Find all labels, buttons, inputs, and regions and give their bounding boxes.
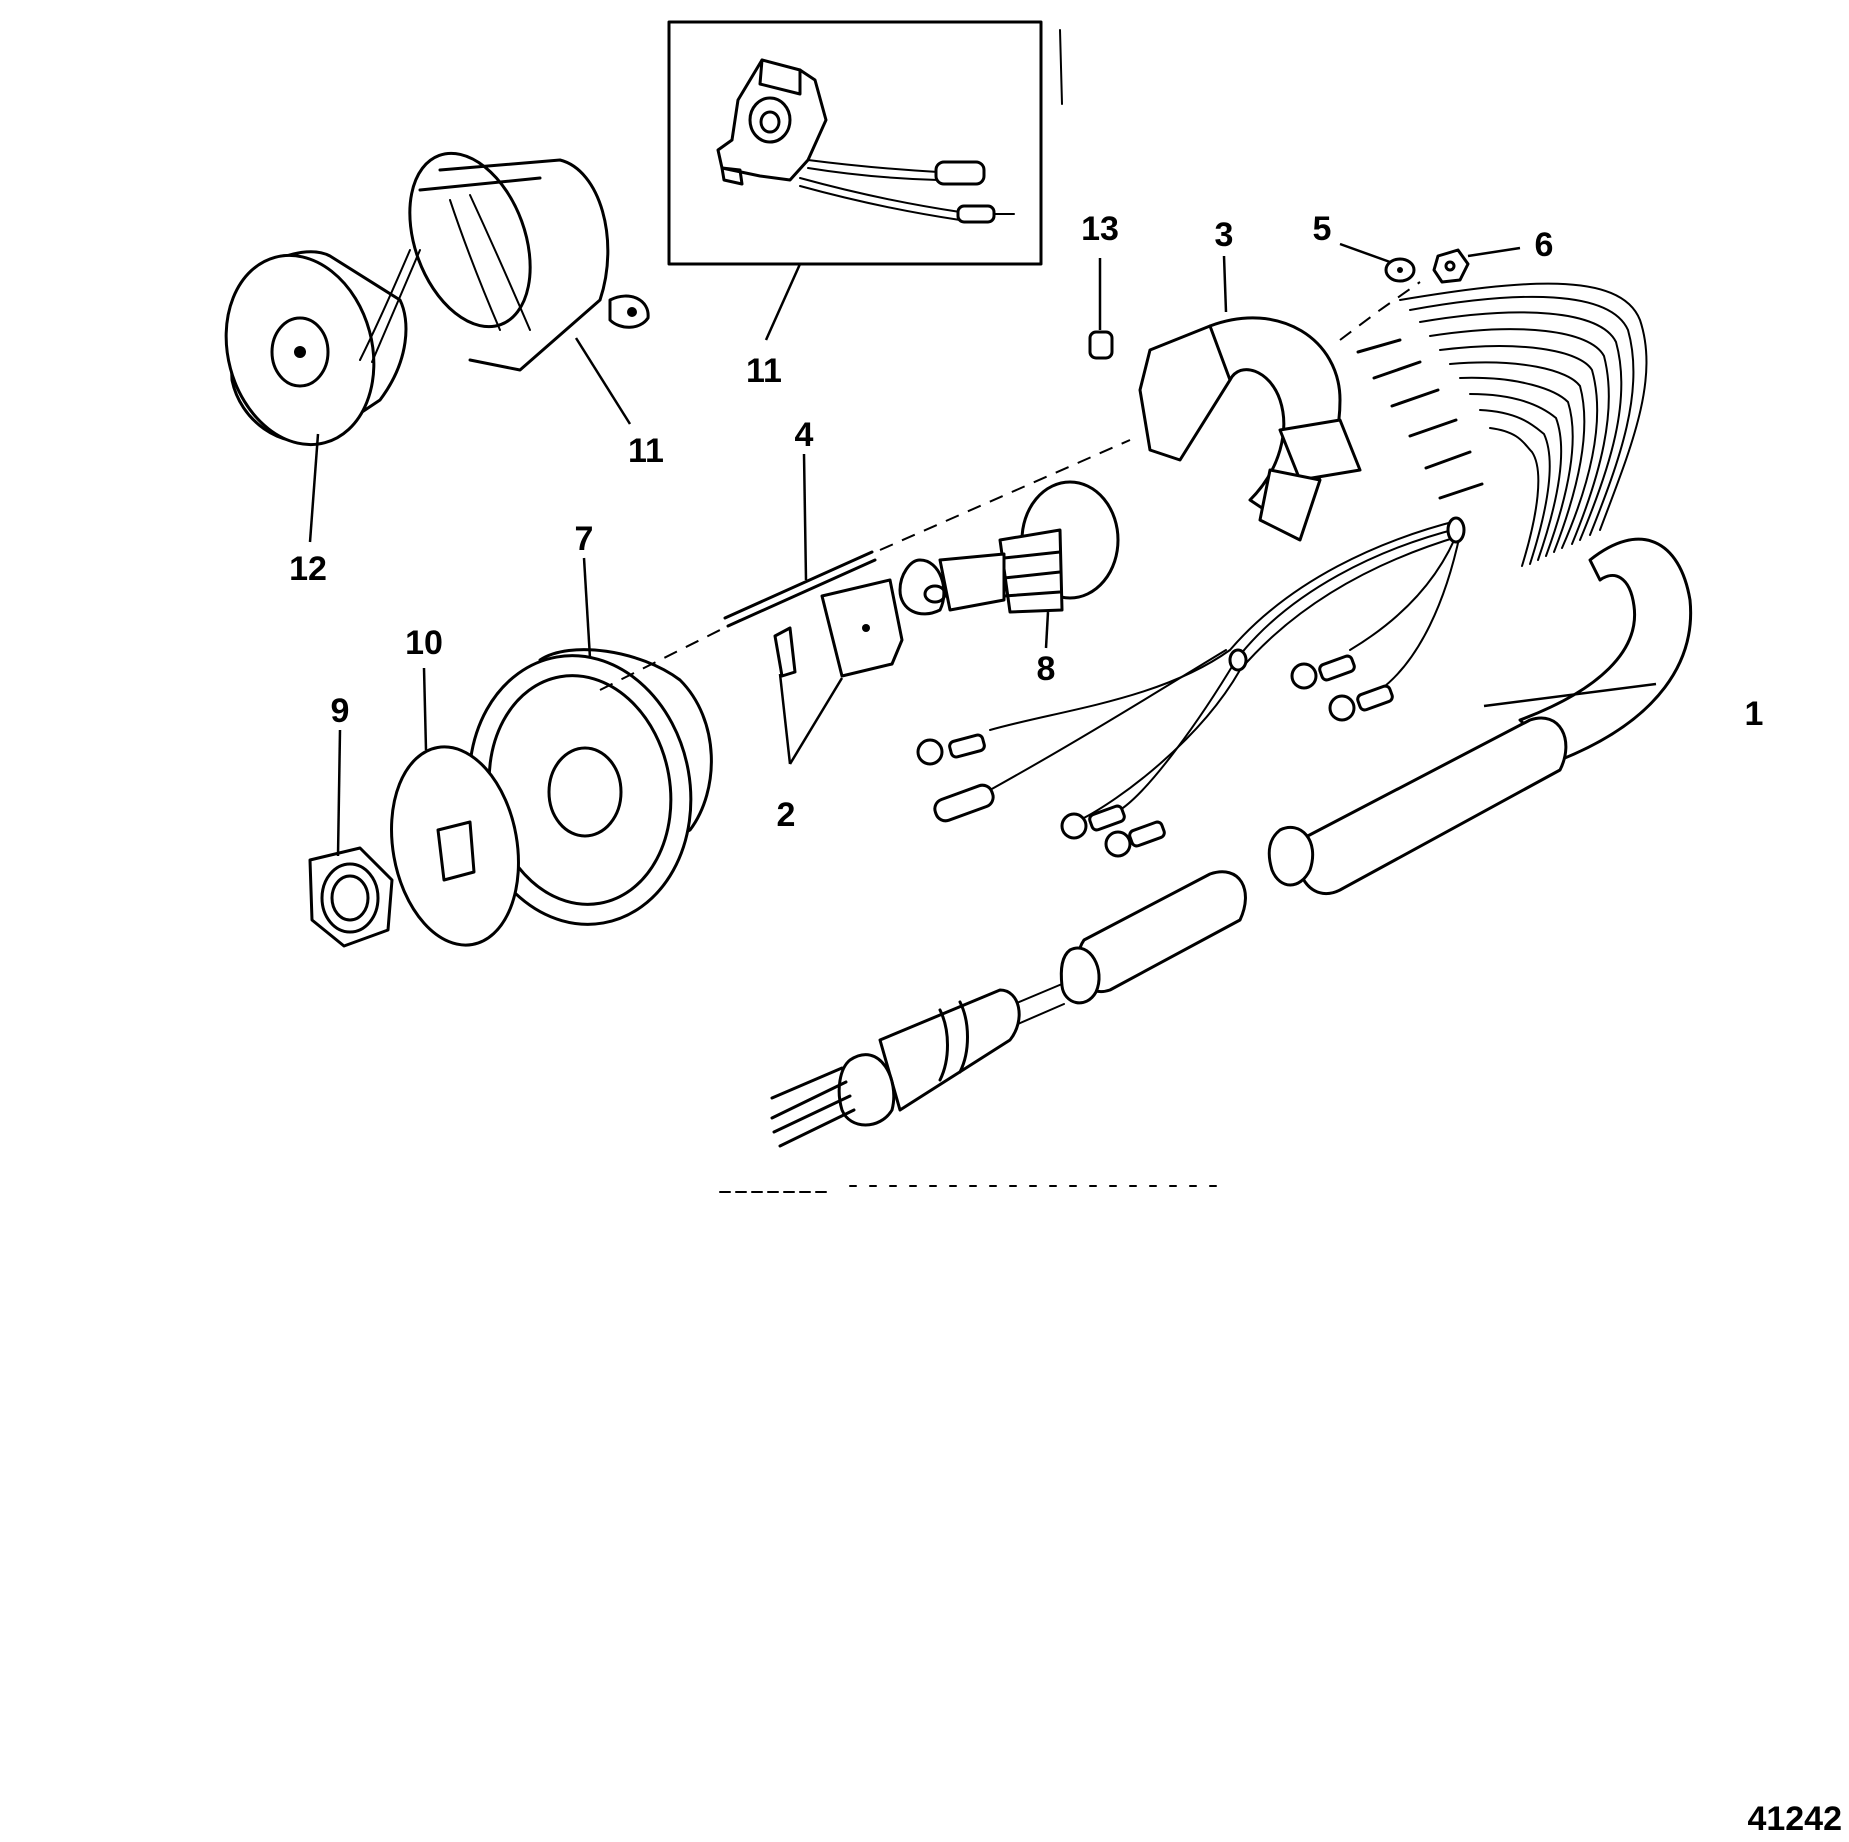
clips-2 [773,578,904,678]
wire-tips [1356,338,1484,500]
callout-9: 9 [331,692,350,730]
callout-10: 10 [405,624,443,662]
callout-3: 3 [1215,216,1234,254]
inset-switch-part [716,58,1015,224]
figure-number: 41242 [1747,1800,1842,1838]
inset-box [667,20,1063,266]
callout-1: 1 [1745,695,1764,733]
callout-8: 8 [1037,650,1056,688]
housing-7 [467,648,713,926]
callout-13: 13 [1081,210,1119,248]
callout-12: 12 [289,550,327,588]
callout-labels: 1 2 3 4 5 6 7 8 9 10 11 11 12 13 [289,210,1763,834]
assembly-axis [599,281,1421,691]
ring-terminals [916,654,1394,858]
ignition-switch-8 [898,480,1120,616]
callout-4: 4 [795,416,814,454]
housing-11 [359,151,650,372]
washer-5 [1384,257,1416,283]
decal-10 [390,745,520,947]
callout-2: 2 [777,796,796,834]
harness-1 [770,282,1693,1148]
nut-6 [1432,248,1470,284]
callout-6: 6 [1535,226,1554,264]
nut-9 [308,846,394,948]
spring-4 [723,550,877,628]
callout-11-housing: 11 [628,432,664,470]
leader-lines [308,242,1657,857]
callout-5: 5 [1313,210,1332,248]
part-13 [1088,330,1114,360]
bracket-3 [1138,316,1362,542]
callout-11-inset: 11 [746,352,782,390]
callout-7: 7 [575,520,594,558]
scan-marks [719,1185,1221,1193]
ring-cover-12 [224,250,408,447]
